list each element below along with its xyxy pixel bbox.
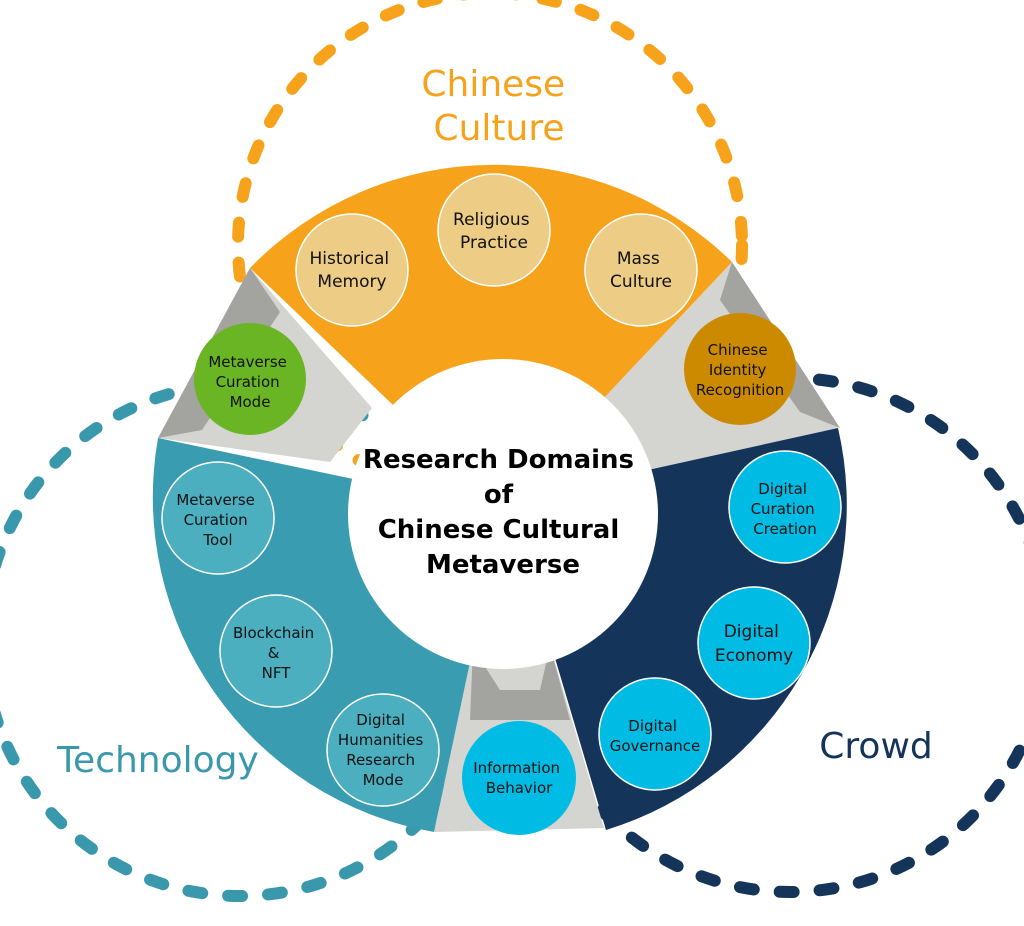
- node-digital-curation-creation: Digital Curation Creation: [728, 450, 842, 564]
- junction-metaverse-curation-mode: Metaverse Curation Mode: [194, 323, 306, 435]
- node-historical-memory: Historical Memory: [295, 213, 409, 327]
- node-metaverse-curation-tool: Metaverse Curation Tool: [161, 461, 275, 575]
- svg-text:Metaverse Curation: Metaverse Curation Mode: [208, 353, 291, 411]
- svg-text:Information Behavior: Information Behavior: [473, 759, 565, 797]
- junction-chinese-identity-recognition: Chinese Identity Recognition: [684, 313, 796, 425]
- technology-domain-label: Technology: [56, 740, 259, 781]
- svg-text:Digital Governance: Digital Governance: [610, 717, 701, 755]
- node-digital-humanities-research-mode: Digital Humanities Research Mode: [326, 693, 440, 807]
- node-digital-governance: Digital Governance: [598, 677, 712, 791]
- connector-bottom-shadow: [470, 646, 570, 720]
- node-religious-practice: Religious Practice: [437, 173, 551, 287]
- center-circle: [348, 359, 658, 669]
- svg-text:Mass Culture: Mass Culture: [610, 249, 672, 292]
- svg-text:Chinese Identity R: Chinese Identity Recognition: [696, 341, 784, 399]
- svg-text:Blockchain & NFT: Blockchain & NFT: [233, 624, 319, 682]
- junction-information-behavior: Information Behavior: [462, 721, 576, 835]
- node-blockchain-nft: Blockchain & NFT: [219, 594, 333, 708]
- svg-text:Metaverse Curation: Metaverse Curation Tool: [176, 491, 259, 549]
- svg-text:Digital Humanities: Digital Humanities Research Mode: [338, 711, 428, 789]
- svg-text:Digital Curation C: Digital Curation Creation: [751, 480, 820, 538]
- crowd-domain-label: Crowd: [819, 726, 932, 767]
- center-title: Research Domains of Chinese Cultural Met…: [363, 445, 643, 580]
- svg-text:Digital Economy: Digital Economy: [715, 622, 793, 666]
- node-mass-culture: Mass Culture: [584, 213, 698, 327]
- svg-text:Historical Memory: Historical Memory: [309, 249, 394, 292]
- culture-domain-label: Chinese Culture: [421, 64, 576, 149]
- node-digital-economy: Digital Economy: [697, 586, 811, 700]
- svg-text:Religious Practice: Religious Practice: [453, 210, 535, 253]
